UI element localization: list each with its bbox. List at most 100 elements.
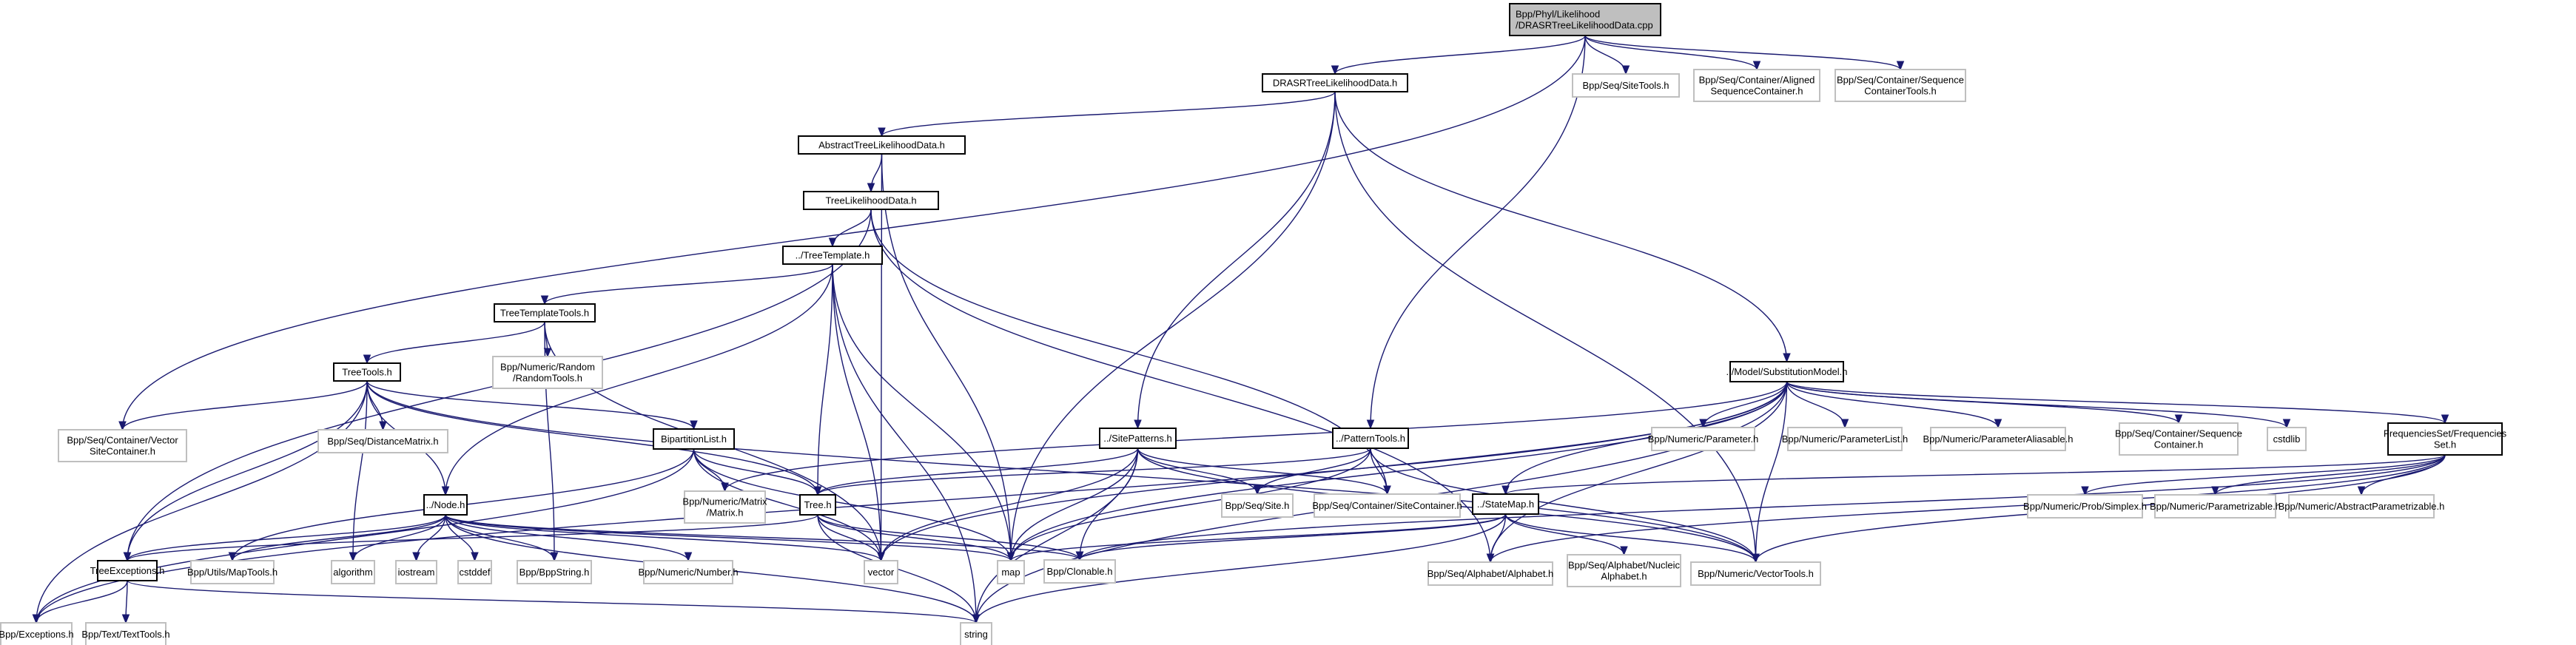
arrowhead-icon <box>471 552 479 562</box>
edge-line <box>232 514 446 561</box>
node-box <box>1314 493 1461 518</box>
node-randomtools: Bpp/Numeric/Random/RandomTools.h <box>492 356 603 389</box>
edge-line <box>36 448 695 624</box>
node-root[interactable]: Bpp/Phyl/Likelihood/DRASRTreeLikelihoodD… <box>1509 3 1661 36</box>
arrowhead-icon <box>721 482 729 493</box>
node-box <box>1472 493 1539 515</box>
edge-line <box>352 514 446 561</box>
edge-statemap-to-alphabet <box>1486 513 1507 564</box>
edge-line <box>127 514 818 561</box>
node-label: ../StateMap.h <box>1477 499 1534 510</box>
node-box <box>2267 427 2307 451</box>
node-box <box>395 560 437 584</box>
node-ttt[interactable]: TreeTemplateTools.h <box>494 303 596 322</box>
edge-bipart-to-tree <box>693 448 822 496</box>
edge-treeexc-to-string <box>127 580 981 624</box>
edge-line <box>2214 454 2446 496</box>
edge-line <box>1370 35 1586 429</box>
arrowhead-icon <box>867 183 875 193</box>
node-bipart[interactable]: BipartitionList.h <box>653 428 735 450</box>
node-label: Bpp/Seq/Site.h <box>1225 500 1290 511</box>
edge-line <box>1786 381 2446 424</box>
edge-line <box>127 580 977 624</box>
node-paramlist: Bpp/Numeric/ParameterList.h <box>1782 427 1908 451</box>
arrowhead-icon <box>540 295 549 305</box>
node-label: Bpp/Numeric/ParameterAliasable.h <box>1923 433 2073 445</box>
node-node[interactable]: ../Node.h <box>423 494 468 516</box>
edge-line <box>817 514 1080 561</box>
node-parameter: Bpp/Numeric/Parameter.h <box>1648 427 1758 451</box>
edge-submodel-to-cstdlib <box>1786 381 2291 429</box>
arrowhead-icon <box>121 614 130 624</box>
edge-line <box>1137 448 1258 495</box>
edge-line <box>1755 381 1788 563</box>
node-patterntools[interactable]: ../PatternTools.h <box>1332 428 1409 449</box>
edge-line <box>1137 91 1336 429</box>
node-box <box>492 356 603 389</box>
edge-line <box>1702 381 1788 428</box>
arrowhead-icon <box>2441 414 2449 425</box>
node-box <box>58 429 187 462</box>
node-treeexc[interactable]: TreeExceptions.h <box>90 560 165 581</box>
node-label: string <box>964 629 988 640</box>
node-label: Bpp/Numeric/VectorTools.h <box>1698 568 1814 579</box>
edge-abstl-to-vector <box>877 153 885 562</box>
edge-submodel-to-alphabet <box>1486 381 1788 564</box>
edge-line <box>817 514 1012 561</box>
node-absparam: Bpp/Numeric/AbstractParametrizable.h <box>2279 494 2444 519</box>
node-box <box>494 303 596 322</box>
edge-tree-to-map <box>817 514 1015 562</box>
edge-line <box>1257 448 1371 495</box>
node-box <box>684 490 766 524</box>
node-label: Bpp/Seq/Container/Vector <box>67 435 178 446</box>
edge-treetemplate-to-vector <box>832 263 885 562</box>
node-statemap[interactable]: ../StateMap.h <box>1472 493 1539 515</box>
edge-submodel-to-freqset <box>1786 381 2449 425</box>
edge-line <box>2084 454 2446 496</box>
node-box <box>1262 73 1408 92</box>
edge-line <box>1584 35 1901 70</box>
arrowhead-icon <box>1383 485 1391 496</box>
node-tld[interactable]: TreeLikelihoodData.h <box>803 191 939 210</box>
arrowhead-icon <box>1501 485 1510 496</box>
node-tree[interactable]: Tree.h <box>799 494 836 516</box>
arrowhead-icon <box>813 486 822 496</box>
node-treetools[interactable]: TreeTools.h <box>333 362 401 382</box>
arrowhead-icon <box>828 237 837 248</box>
node-box <box>1099 428 1177 449</box>
node-abstl[interactable]: AbstractTreeLikelihoodData.h <box>798 135 966 155</box>
node-freqset[interactable]: FrequenciesSet/FrequenciesSet.h <box>2384 422 2507 456</box>
node-submodel[interactable]: ../Model/SubstitutionModel.h <box>1726 361 1848 382</box>
node-treetemplate[interactable]: ../TreeTemplate.h <box>782 246 883 265</box>
node-label: Bpp/BppString.h <box>519 567 590 578</box>
node-box <box>1693 69 1820 102</box>
node-number: Bpp/Numeric/Number.h <box>638 560 739 584</box>
edge-root-to-patterntools <box>1366 35 1586 430</box>
edge-tld-to-treetemplate <box>828 209 872 248</box>
node-label: Bpp/Seq/Container/SiteContainer.h <box>1312 500 1462 511</box>
edge-statemap-to-vectortools <box>1504 513 1760 564</box>
edge-treetemplate-to-tree <box>813 263 833 496</box>
arrowhead-icon <box>2081 486 2089 496</box>
edge-submodel-to-map <box>1006 381 1788 562</box>
edge-freqset-to-simplex <box>2081 454 2446 496</box>
edge-line <box>1010 448 1139 561</box>
node-sitepatterns[interactable]: ../SitePatterns.h <box>1099 428 1177 449</box>
node-cstdlib: cstdlib <box>2267 427 2307 451</box>
node-drasr[interactable]: DRASRTreeLikelihoodData.h <box>1262 73 1408 92</box>
node-label: TreeExceptions.h <box>90 565 165 576</box>
edge-treetools-to-vsc <box>118 380 368 431</box>
edge-submodel-to-matrix <box>721 381 1788 493</box>
edge-line <box>1504 513 1625 555</box>
edge-line <box>544 263 833 305</box>
node-box <box>1509 3 1661 36</box>
arrowhead-icon <box>1840 419 1849 429</box>
node-label: Set.h <box>2434 439 2456 450</box>
node-label: ../Node.h <box>426 499 465 510</box>
edge-node-to-cstddef <box>445 514 479 562</box>
nodes: Bpp/Phyl/Likelihood/DRASRTreeLikelihoodD… <box>0 3 2507 645</box>
edge-line <box>1504 513 1757 563</box>
edge-treetemplate-to-ttt <box>540 263 833 305</box>
